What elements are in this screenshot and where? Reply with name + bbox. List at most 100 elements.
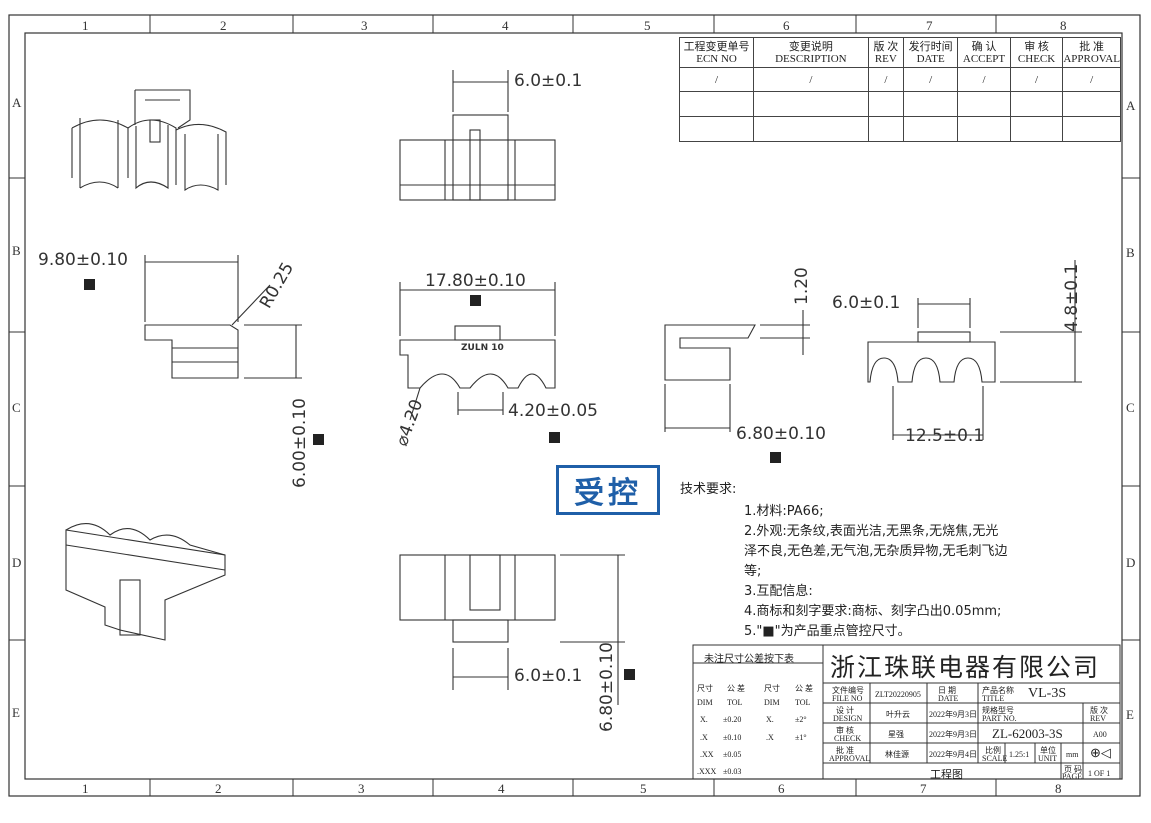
row-label-c-right: C xyxy=(1126,400,1135,415)
column-label-2: 2 xyxy=(220,18,227,33)
dim-side-width: 9.80±0.10 xyxy=(38,250,128,270)
dim-end-width: 6.0±0.1 xyxy=(832,293,901,313)
dim-top-width: 6.0±0.1 xyxy=(514,71,583,91)
column-label-5: 5 xyxy=(644,18,651,33)
key-dimension-mark xyxy=(84,279,95,290)
note-item: 1.材料:PA66; xyxy=(744,504,824,519)
page-label-cn: 页 码 xyxy=(1064,765,1082,774)
unit-label-en: UNIT xyxy=(1038,754,1058,763)
rev-cell: / xyxy=(903,67,959,92)
dim-bottom-height: 6.80±0.10 xyxy=(597,642,617,732)
design-date: 2022年9月3日 xyxy=(929,710,977,719)
dim-end-span: 12.5±0.1 xyxy=(905,426,985,446)
row-label-a: A xyxy=(12,95,22,110)
column-label-3: 3 xyxy=(361,18,368,33)
designer: 叶升云 xyxy=(886,710,910,719)
key-dimension-mark xyxy=(313,434,324,445)
tol-cell: X. xyxy=(700,715,708,724)
column-label-1-bottom: 1 xyxy=(82,781,89,796)
note-item: 等; xyxy=(744,564,762,579)
tol-cell: ±0.20 xyxy=(723,715,742,724)
note-item: 3.互配信息: xyxy=(744,584,813,599)
note-item: 5."■"为产品重点管控尺寸。 xyxy=(744,624,911,639)
date-label-cn: 日 期 xyxy=(938,686,956,695)
note-item: 4.商标和刻字要求:商标、刻字凸出0.05mm; xyxy=(744,604,1002,619)
file-no: ZLT20220905 xyxy=(875,690,921,699)
column-label-4: 4 xyxy=(502,18,509,33)
column-label-4-bottom: 4 xyxy=(498,781,505,796)
design-label-cn: 设 计 xyxy=(836,706,854,715)
tol-cell: X. xyxy=(766,715,774,724)
part-number: ZL-62003-3S xyxy=(992,726,1063,741)
technical-requirements: 技术要求: 1.材料:PA66; 2.外观:无条纹,表面光洁,无黑条,无烧焦,无… xyxy=(680,480,1100,642)
tol-head-dim2-cn: 尺寸 xyxy=(764,684,780,693)
tolerance-title: 未注尺寸公差按下表 xyxy=(704,654,794,665)
tol-cell: ±0.10 xyxy=(723,733,742,742)
file-no-label-en: FILE NO xyxy=(832,694,863,703)
page-label-en: PAGE xyxy=(1062,772,1083,781)
tol-cell: .X xyxy=(766,733,774,742)
unit-label-cn: 单位 xyxy=(1040,746,1056,755)
projection-symbol-icon: ⊕◁ xyxy=(1090,745,1111,760)
tol-head-tol2-en: TOL xyxy=(795,698,811,707)
approval-label-en: APPROVAL xyxy=(829,754,871,763)
part-label-cn: 规格型号 xyxy=(982,706,1014,715)
rev-cell: / xyxy=(1062,67,1121,92)
rev-cell: / xyxy=(957,67,1011,92)
row-label-e-right: E xyxy=(1126,707,1134,722)
column-label-1: 1 xyxy=(82,18,89,33)
column-label-7: 7 xyxy=(926,18,933,33)
scale-label-cn: 比例 xyxy=(985,746,1001,755)
tol-head-dim-en: DIM xyxy=(697,698,713,707)
key-dimension-mark xyxy=(770,452,781,463)
dim-end-height: 4.8±0.1 xyxy=(1062,263,1082,332)
dim-bottom-width: 6.0±0.1 xyxy=(514,666,583,686)
front-mark-text: ZULN 10 xyxy=(461,343,504,353)
row-label-e: E xyxy=(12,705,20,720)
dim-right-width: 6.80±0.10 xyxy=(736,424,826,444)
row-label-b-right: B xyxy=(1126,245,1135,260)
part-label-en: PART NO. xyxy=(982,714,1017,723)
tol-cell: .XXX xyxy=(697,767,717,776)
file-no-label-cn: 文件编号 xyxy=(832,686,864,695)
tol-cell: ±0.03 xyxy=(723,767,742,776)
column-label-3-bottom: 3 xyxy=(358,781,365,796)
row-label-d-right: D xyxy=(1126,555,1136,570)
checker: 星强 xyxy=(888,730,904,739)
title-label-en: TITLE xyxy=(982,694,1005,703)
row-label-d: D xyxy=(12,555,22,570)
approval-label-cn: 批 准 xyxy=(836,746,854,755)
company-name: 浙江珠联电器有限公司 xyxy=(830,653,1101,682)
product-title: VL-3S xyxy=(1028,686,1067,701)
approver: 林佳源 xyxy=(885,750,909,759)
tol-head-tol-cn: 公 差 xyxy=(727,684,745,693)
design-label-en: DESIGN xyxy=(833,714,863,723)
column-label-6-bottom: 6 xyxy=(778,781,785,796)
tol-cell: .XX xyxy=(700,750,714,759)
key-dimension-mark xyxy=(624,669,635,680)
scale-label-en: SCALE xyxy=(982,754,1008,763)
check-label-cn: 审 核 xyxy=(836,726,854,735)
dim-right-height: 1.20 xyxy=(792,267,812,305)
tol-head-dim2-en: DIM xyxy=(764,698,780,707)
dim-pitch: 4.20±0.05 xyxy=(508,401,598,421)
page-value: 1 OF 1 xyxy=(1088,769,1111,778)
drawing-label: 工程图 xyxy=(930,769,963,781)
rev-cell: / xyxy=(678,67,755,92)
rev-cell: / xyxy=(1009,67,1064,92)
date-label-en: DATE xyxy=(938,694,959,703)
key-dimension-mark xyxy=(549,432,560,443)
rev-label-en: REV xyxy=(1090,714,1106,723)
tol-head-tol-en: TOL xyxy=(727,698,743,707)
title-label-cn: 产品名称 xyxy=(982,686,1014,695)
controlled-stamp: 受控 xyxy=(556,465,660,515)
dim-front-width: 17.80±0.10 xyxy=(425,271,526,291)
tol-cell: ±1° xyxy=(795,733,807,742)
